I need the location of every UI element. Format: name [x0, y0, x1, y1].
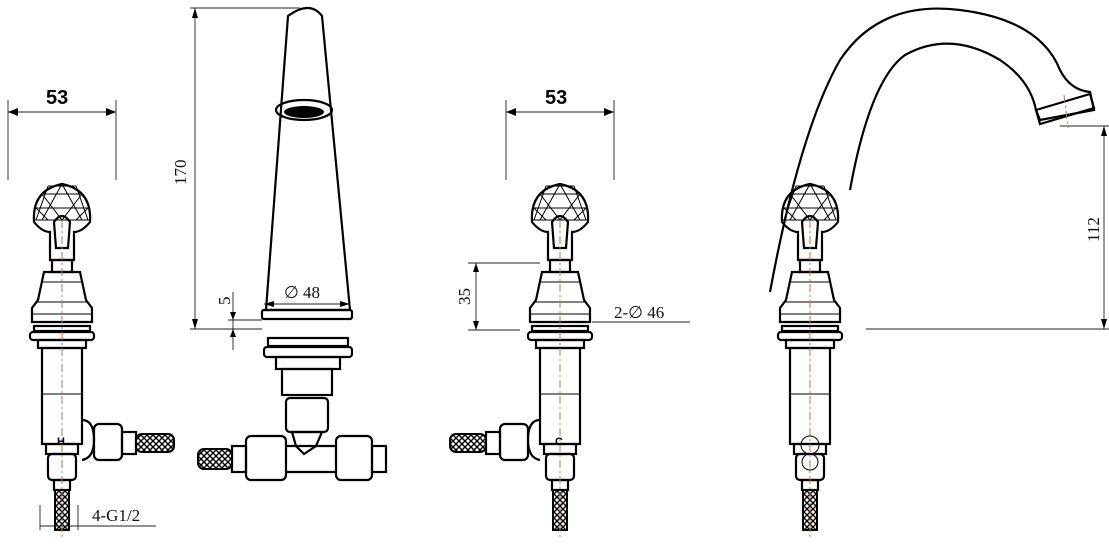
spout-diameter-label: ∅ 48: [284, 283, 320, 302]
hot-marker: H: [57, 436, 65, 448]
spout-side-view: [768, 7, 1096, 540]
cold-width-dimension: [505, 100, 615, 180]
side-height-label: 112: [1084, 217, 1103, 242]
cold-handle-assembly: [449, 182, 594, 540]
spout-front-view: [197, 6, 388, 482]
cold-diameter-label: 2-∅ 46: [614, 303, 664, 322]
gap-dimension: [228, 292, 262, 350]
cold-height-label: 35: [455, 288, 474, 305]
spout-height-dimension: [190, 7, 300, 330]
hot-width-dimension: [7, 100, 117, 180]
spout-diameter-dimension: [264, 301, 350, 307]
thread-label: 4-G1/2: [92, 506, 140, 525]
spout-height-label: 170: [171, 160, 190, 186]
thread-dimension: [39, 505, 156, 530]
cold-marker: C: [555, 436, 563, 448]
cold-width-label: 53: [545, 87, 567, 109]
cold-height-dimension: [468, 262, 690, 331]
side-height-dimension: [866, 125, 1109, 330]
hot-handle-assembly: [28, 182, 175, 540]
gap-label: 5: [215, 297, 234, 306]
hot-width-label: 53: [46, 87, 68, 109]
